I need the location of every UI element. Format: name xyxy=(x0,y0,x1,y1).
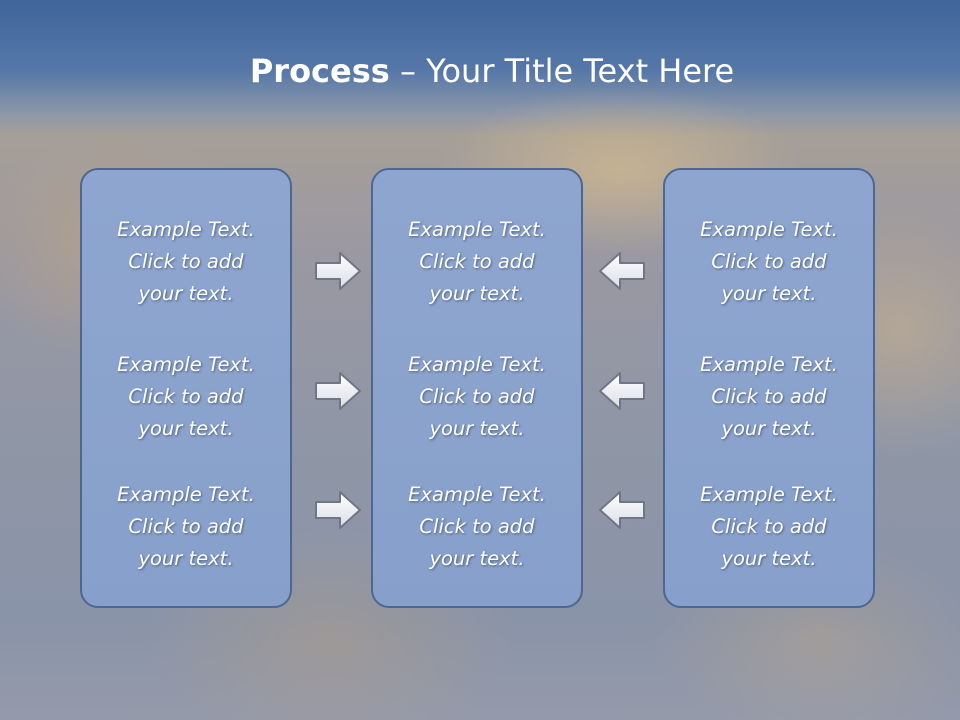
right-arrow-icon[interactable] xyxy=(314,490,362,530)
text-line: Example Text. xyxy=(117,218,255,241)
text-line: your text. xyxy=(429,282,525,305)
panel-middle[interactable]: Example Text. Click to add your text. Ex… xyxy=(371,168,583,608)
text-line: Click to add xyxy=(711,515,827,538)
text-line: Click to add xyxy=(128,385,244,408)
text-line: your text. xyxy=(138,547,234,570)
text-line: Click to add xyxy=(419,250,535,273)
text-line: Example Text. xyxy=(117,353,255,376)
text-line: Example Text. xyxy=(408,483,546,506)
text-line: Example Text. xyxy=(408,218,546,241)
text-line: your text. xyxy=(721,547,817,570)
right-arrow-icon[interactable] xyxy=(314,371,362,411)
text-line: Click to add xyxy=(711,385,827,408)
panel-middle-text-3[interactable]: Example Text. Click to add your text. xyxy=(373,479,581,575)
text-line: your text. xyxy=(429,547,525,570)
text-line: your text. xyxy=(721,417,817,440)
text-line: Example Text. xyxy=(700,218,838,241)
panel-middle-text-2[interactable]: Example Text. Click to add your text. xyxy=(373,349,581,445)
text-line: Click to add xyxy=(128,515,244,538)
panel-middle-text-1[interactable]: Example Text. Click to add your text. xyxy=(373,214,581,310)
right-arrow-icon[interactable] xyxy=(314,251,362,291)
text-line: Click to add xyxy=(128,250,244,273)
text-line: your text. xyxy=(138,282,234,305)
panel-right-text-2[interactable]: Example Text. Click to add your text. xyxy=(665,349,873,445)
panel-right-text-3[interactable]: Example Text. Click to add your text. xyxy=(665,479,873,575)
text-line: Click to add xyxy=(711,250,827,273)
text-line: Example Text. xyxy=(117,483,255,506)
title-rest: – Your Title Text Here xyxy=(389,52,735,90)
panel-left-text-1[interactable]: Example Text. Click to add your text. xyxy=(82,214,290,310)
left-arrow-icon[interactable] xyxy=(598,371,646,411)
left-arrow-icon[interactable] xyxy=(598,251,646,291)
panel-left[interactable]: Example Text. Click to add your text. Ex… xyxy=(80,168,292,608)
text-line: your text. xyxy=(721,282,817,305)
text-line: your text. xyxy=(138,417,234,440)
panel-right[interactable]: Example Text. Click to add your text. Ex… xyxy=(663,168,875,608)
text-line: Example Text. xyxy=(700,353,838,376)
panel-right-text-1[interactable]: Example Text. Click to add your text. xyxy=(665,214,873,310)
text-line: Example Text. xyxy=(700,483,838,506)
left-arrow-icon[interactable] xyxy=(598,490,646,530)
panel-left-text-2[interactable]: Example Text. Click to add your text. xyxy=(82,349,290,445)
title-bold: Process xyxy=(249,52,390,90)
text-line: Click to add xyxy=(419,515,535,538)
slide-title[interactable]: Process – Your Title Text Here xyxy=(0,52,960,90)
text-line: Example Text. xyxy=(408,353,546,376)
text-line: your text. xyxy=(429,417,525,440)
text-line: Click to add xyxy=(419,385,535,408)
panel-left-text-3[interactable]: Example Text. Click to add your text. xyxy=(82,479,290,575)
